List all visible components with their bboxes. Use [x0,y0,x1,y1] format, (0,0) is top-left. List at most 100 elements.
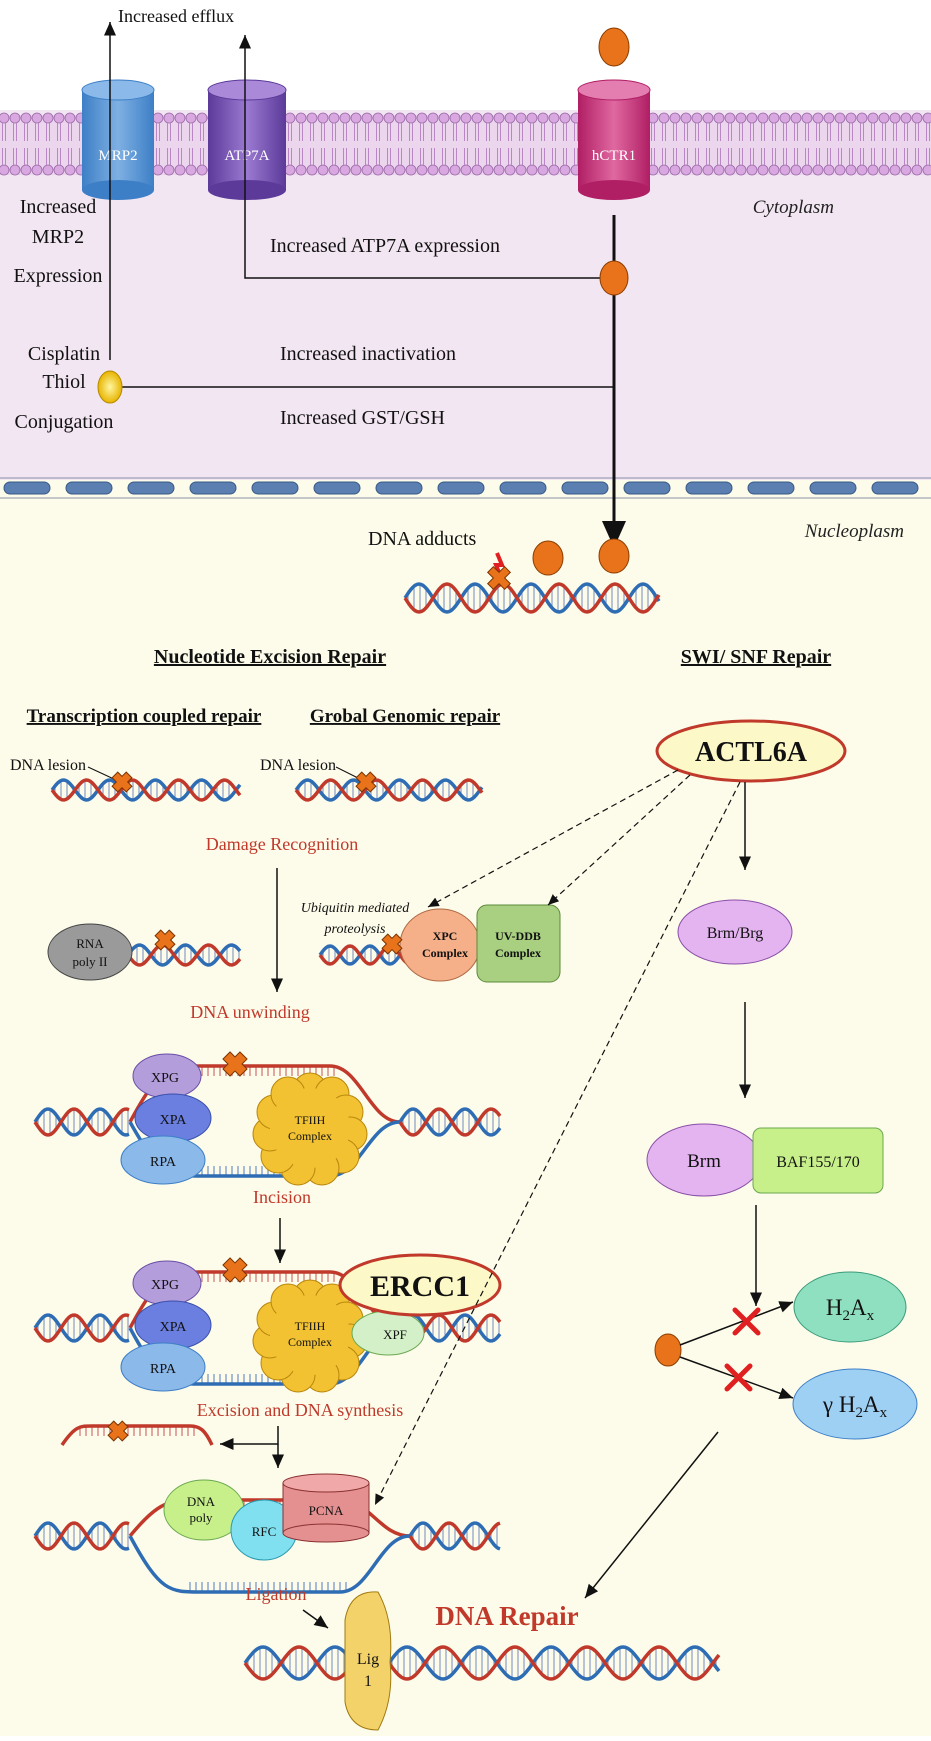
gamma-h2ax-label: γ H2Ax [822,1392,888,1421]
tcr-lesion-pointer [87,766,117,781]
adduct-cisplatin-2 [598,538,630,574]
hctr1-label: hCTR1 [592,148,636,164]
xpc-label-1: XPC [433,929,458,943]
ligase-1 [344,1591,392,1731]
atp7a-efflux-arrow [239,35,614,279]
ggr-xpc-lesion-icon [381,933,403,955]
atp7a-transporter: ATP7A [207,79,287,200]
tcr-lesion-icon [111,771,133,793]
block-gamma-h2ax-icon [724,1363,753,1392]
gamma-h2ax-protein [792,1368,918,1440]
dna-lesion-icon [486,565,512,591]
rna-pol-label-2: poly II [72,954,107,969]
uvddb-label-1: UV-DDB [495,929,541,943]
tcr-dna-lesion-label: DNA lesion [10,757,86,774]
incision-label: Incision [253,1187,311,1207]
lig-label-1: Lig [357,1651,379,1668]
xpc-label-2: Complex [422,946,468,960]
increased-efflux-label: Increased efflux [118,6,234,26]
actl6a-to-xpc-dashed [427,769,679,908]
damage-recognition-label: Damage Recognition [206,834,358,854]
tfiih-complex-2 [252,1279,368,1393]
atp7a-expression-label: Increased ATP7A expression [270,235,500,257]
brm-label: Brm [687,1151,721,1172]
dna-repair-label: DNA Repair [435,1601,578,1631]
ggr-dna-helix [294,778,484,802]
tcr-title: Transcription coupled repair [27,706,262,727]
rpa-label: RPA [150,1155,177,1170]
rpa-label-2: RPA [150,1362,177,1377]
ggr-dna-lesion-label: DNA lesion [260,757,336,774]
ligation-label: Ligation [246,1584,307,1604]
adduct-cisplatin-1 [532,540,564,576]
cisplatin-molecule-cytoplasm [599,260,629,296]
h2ax-label: H2Ax [826,1295,875,1324]
tfiih-label-1: TFIIH [295,1113,326,1127]
uvddb-label-2: Complex [495,946,541,960]
cisplatin-molecule-outside [598,27,630,67]
svg-text:Cisplatin: Cisplatin [28,343,100,365]
actl6a-to-pcna-dashed [374,781,741,1506]
tfiih-complex [252,1072,368,1186]
actl6a-label: ACTL6A [695,737,808,768]
nucleoplasm-label: Nucleoplasm [804,521,904,542]
xpa-label-2: XPA [160,1320,188,1335]
dna-poly-label-2: poly [189,1510,213,1525]
bubble1-lesion-icon [222,1051,248,1077]
nuclear-envelope [3,481,919,495]
svg-text:Expression: Expression [14,265,103,287]
xpf-label: XPF [383,1327,407,1342]
adduct-bond-icon [493,552,505,576]
rnapol-lesion-icon [154,929,176,951]
increased-inactivation-label: Increased inactivation [280,343,456,365]
bubble2-lesion-icon [222,1257,248,1283]
xpg-label: XPG [151,1071,179,1086]
ggr-lesion-icon [355,771,377,793]
dna-adducts-label: DNA adducts [368,528,477,550]
to-dna-repair-arrow [584,1431,719,1599]
tcr-dna-helix [50,778,242,802]
xpc-complex [399,908,481,982]
baf155-170-complex [752,1127,884,1194]
swi-cisplatin [654,1333,682,1367]
svg-text:Conjugation: Conjugation [15,411,114,433]
dna-unwinding-label: DNA unwinding [190,1002,310,1022]
ggr-title: Grobal Genomic repair [310,706,501,727]
increased-gst-label: Increased GST/GSH [280,407,445,429]
rpa-protein [120,1135,206,1185]
lig-label-2: 1 [364,1673,372,1690]
hctr1-transporter: hCTR1 [577,79,651,200]
atp7a-label: ATP7A [224,148,269,164]
xpg-label-2: XPG [151,1278,179,1293]
ercc1-label: ERCC1 [370,1270,470,1303]
rna-pol-ii [47,923,133,981]
uv-ddb-complex [476,904,561,983]
cytoplasm-label: Cytoplasm [753,197,834,218]
ubiquitin-label-1: Ubiquitin mediated [301,901,410,916]
ubiquitin-label-2: proteolysis [324,922,386,937]
cisplatin-conjugation-label: Cisplatin Thiol Conjugation [15,343,114,433]
actl6a-highlight [655,719,847,783]
baf-label: BAF155/170 [776,1154,860,1171]
tfiih-label-3: TFIIH [295,1319,326,1333]
mrp2-transporter: MRP2 [81,79,155,200]
ligation-arrow [302,1609,329,1629]
fragment-lesion-icon [107,1420,129,1442]
rna-pol-dna-helix [126,943,242,967]
svg-text:Thiol: Thiol [42,371,86,393]
dna-poly-label-1: DNA [187,1494,216,1509]
actl6a-to-uvddb-dashed [547,774,691,906]
repaired-dna-helix [243,1645,721,1681]
brm-brg-label: Brm/Brg [707,925,764,942]
brm-brg-protein [677,899,793,965]
thiol-conjugate [97,370,123,404]
swi-snf-title: SWI/ SNF Repair [681,646,832,668]
pcna-clamp [282,1473,370,1543]
cisplatin-to-h2ax-arrow [679,1301,794,1346]
block-h2ax-icon [732,1307,761,1336]
xpa-label: XPA [160,1113,188,1128]
rpa-protein-2 [120,1342,206,1392]
ner-title: Nucleotide Excision Repair [154,646,386,668]
excision-synthesis-label: Excision and DNA synthesis [197,1400,404,1420]
